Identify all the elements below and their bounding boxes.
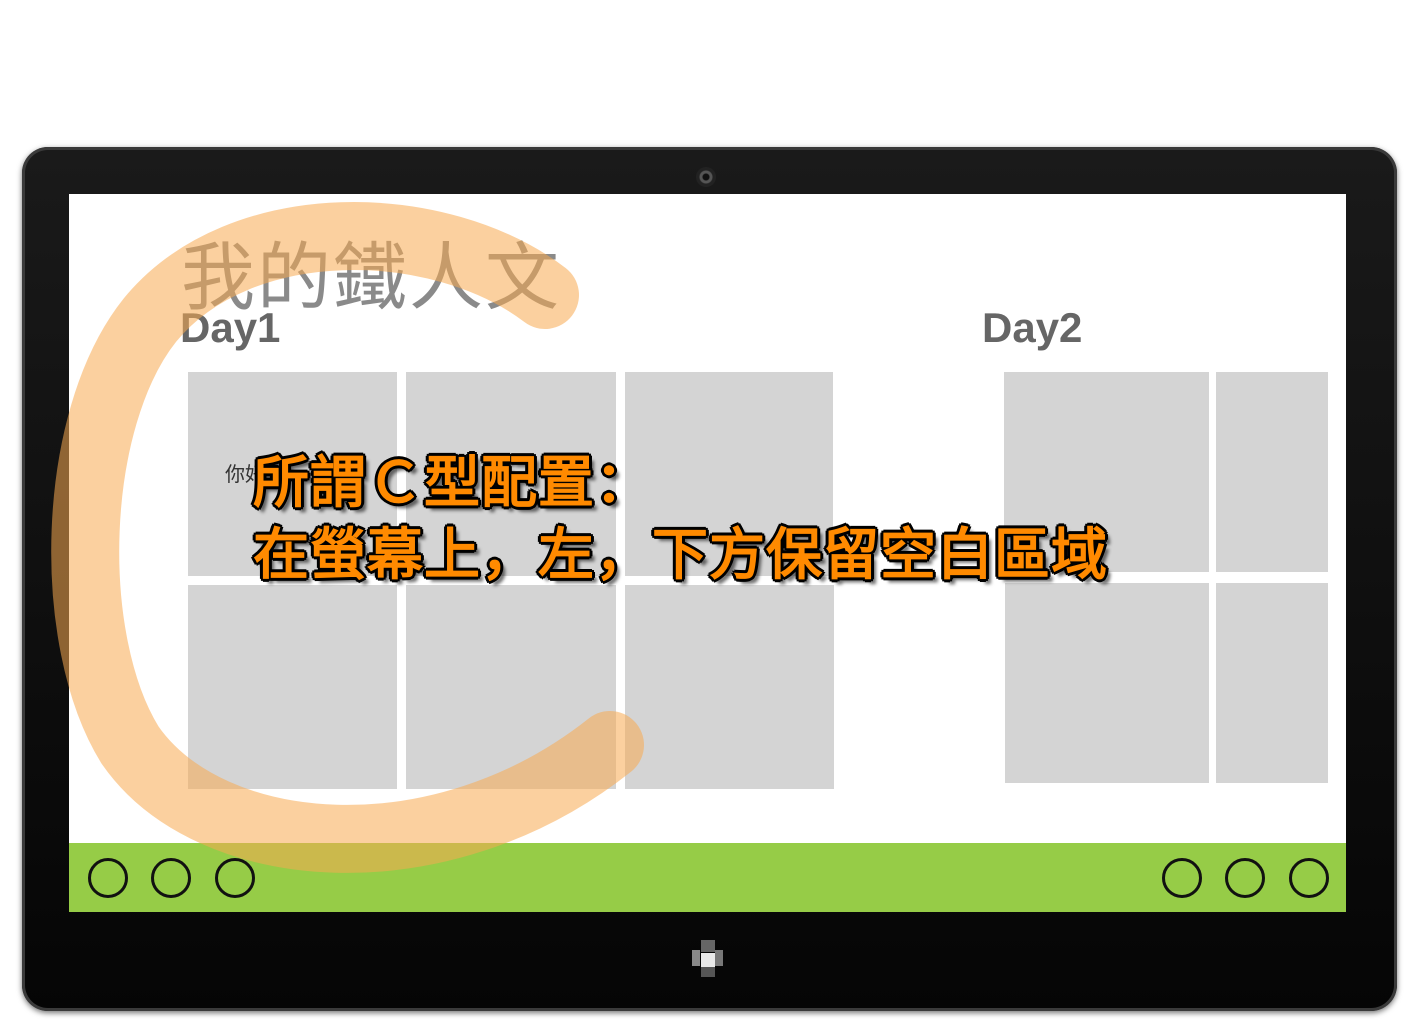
circle-icon[interactable] <box>151 858 191 898</box>
day2-tile[interactable] <box>1005 583 1209 783</box>
camera-icon <box>696 167 716 187</box>
callout-line-1: 所謂Ｃ型配置： <box>253 451 652 516</box>
circle-icon[interactable] <box>1289 858 1329 898</box>
circle-icon[interactable] <box>1162 858 1202 898</box>
home-button[interactable] <box>687 936 733 982</box>
day1-tile[interactable] <box>188 585 397 789</box>
day1-tile[interactable] <box>625 585 834 789</box>
day2-tile[interactable] <box>1216 583 1328 783</box>
day2-tile[interactable] <box>1004 372 1209 572</box>
day1-label: Day1 <box>180 304 281 351</box>
callout-line-2: 在螢幕上，左，下方保留空白區域 <box>253 523 1108 588</box>
circle-icon[interactable] <box>215 858 255 898</box>
circle-icon[interactable] <box>88 858 128 898</box>
day1-tile[interactable] <box>406 585 616 789</box>
day2-label: Day2 <box>982 304 1083 351</box>
day2-tile[interactable] <box>1216 372 1328 572</box>
day1-tile[interactable] <box>625 372 833 576</box>
app-bar <box>69 843 1346 912</box>
circle-icon[interactable] <box>1225 858 1265 898</box>
